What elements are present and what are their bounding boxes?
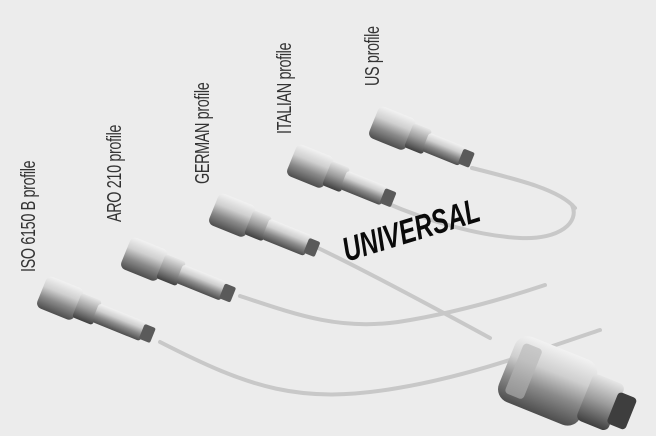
label-german-profile: GERMAN profile [192, 83, 215, 184]
plug-italian [285, 143, 400, 216]
plug-aro-210 [119, 236, 239, 311]
label-italian-profile: ITALIAN profile [274, 43, 297, 134]
line-aro [240, 285, 545, 324]
label-iso-6150b-profile: ISO 6150 B profile [18, 161, 41, 272]
label-us-profile: US profile [362, 26, 385, 86]
plug-iso-6150b [35, 275, 159, 351]
label-aro-210-profile: ARO 210 profile [104, 125, 127, 222]
plug-german [207, 192, 324, 265]
line-us [472, 168, 575, 208]
plug-us [367, 105, 478, 176]
universal-coupler [494, 332, 644, 436]
